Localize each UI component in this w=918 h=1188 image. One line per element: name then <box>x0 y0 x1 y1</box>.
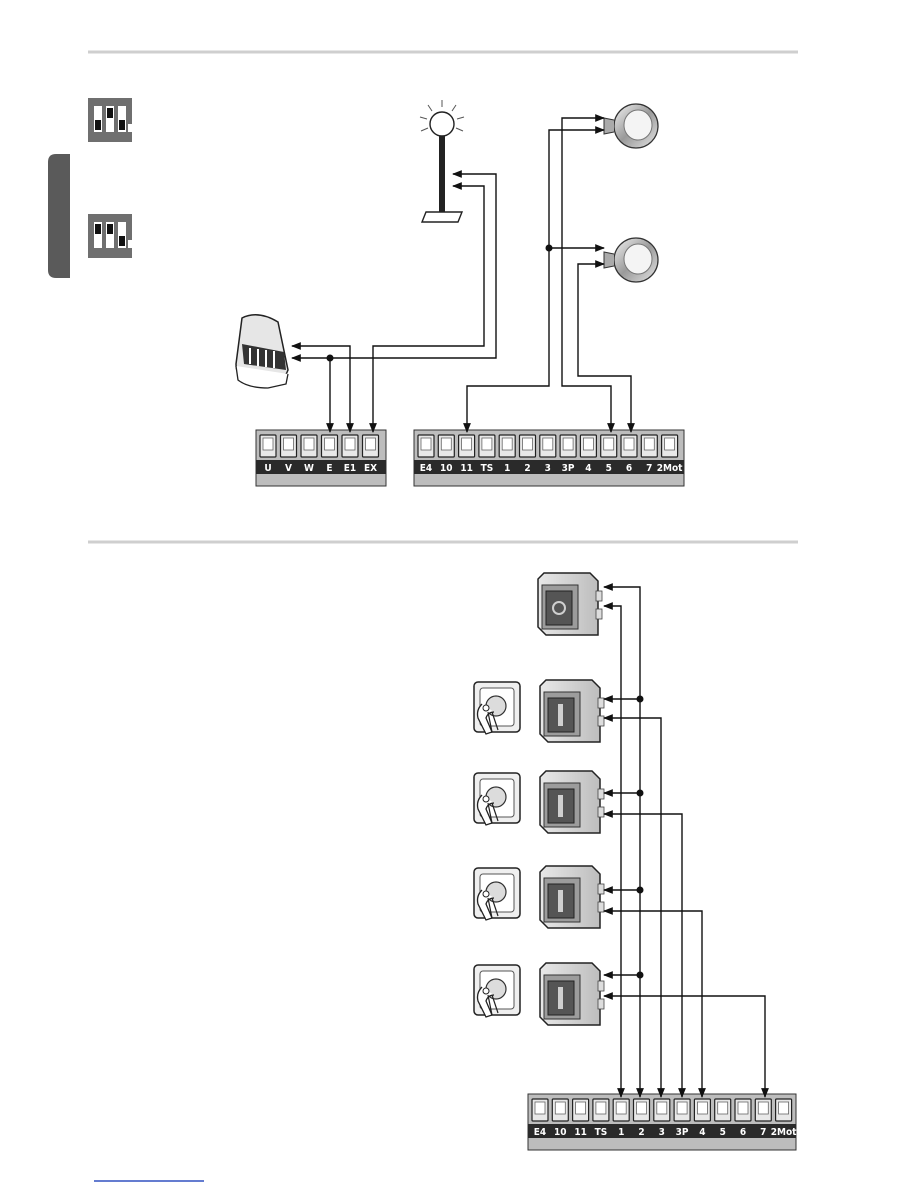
stop-button-icon <box>537 572 603 636</box>
terminal-label: 3P <box>562 463 575 474</box>
safety-edge-button-icon <box>603 237 659 283</box>
top-wiring <box>291 114 635 433</box>
push-button-icon <box>539 770 605 834</box>
key-selector-icon <box>473 681 521 735</box>
terminal-label: 3P <box>676 1127 689 1138</box>
terminal-label: 6 <box>626 463 632 474</box>
key-selector-icon <box>473 964 521 1018</box>
terminal-label: 1 <box>504 463 510 474</box>
photocell-receiver-icon <box>235 314 289 389</box>
terminal-label: 2 <box>638 1127 644 1138</box>
bottom-wiring <box>603 583 769 1098</box>
terminal-label: 7 <box>646 463 652 474</box>
terminal-label: 6 <box>740 1127 746 1138</box>
terminal-label: 2Mot <box>657 463 683 474</box>
terminal-label: V <box>285 463 292 474</box>
terminal-label: 5 <box>606 463 612 474</box>
terminal-label: U <box>264 463 271 474</box>
push-button-icon <box>539 962 605 1026</box>
terminal-label: 3 <box>545 463 551 474</box>
terminal-label: TS <box>595 1127 608 1138</box>
terminal-label: 3 <box>659 1127 665 1138</box>
push-button-icon <box>539 865 605 929</box>
terminal-label: W <box>304 463 314 474</box>
terminal-label: EX <box>364 463 377 474</box>
terminal-label: 10 <box>554 1127 567 1138</box>
terminal-label: E4 <box>534 1127 546 1138</box>
terminal-label: 11 <box>574 1127 587 1138</box>
terminal-label: 10 <box>440 463 453 474</box>
key-selector-icon <box>473 772 521 826</box>
terminal-label: 4 <box>699 1127 705 1138</box>
terminal-label: 11 <box>460 463 473 474</box>
terminal-label: TS <box>481 463 494 474</box>
terminal-label: E4 <box>420 463 432 474</box>
terminal-label: 1 <box>618 1127 624 1138</box>
terminal-block-right: E4 10 11 TS 1 2 3 3P 4 5 6 7 2Mot <box>413 429 685 487</box>
terminal-label: E <box>326 463 332 474</box>
push-button-icon <box>539 679 605 743</box>
terminal-label: 2 <box>524 463 530 474</box>
terminal-block-bottom: E4 10 11 TS 1 2 3 3P 4 5 6 7 2Mot <box>527 1093 797 1151</box>
terminal-label: 7 <box>760 1127 766 1138</box>
terminal-label: 2Mot <box>771 1127 797 1138</box>
terminal-label: E1 <box>344 463 356 474</box>
terminal-block-left: U V W E E1 EX <box>255 429 387 487</box>
side-tab <box>48 154 70 278</box>
safety-edge-button-icon <box>603 103 659 149</box>
dip-switch-icon <box>88 214 132 258</box>
terminal-label: 4 <box>585 463 591 474</box>
dip-switch-icon <box>88 98 132 142</box>
terminal-label: 5 <box>720 1127 726 1138</box>
key-selector-icon <box>473 867 521 921</box>
flashing-lamp-icon <box>419 100 465 223</box>
